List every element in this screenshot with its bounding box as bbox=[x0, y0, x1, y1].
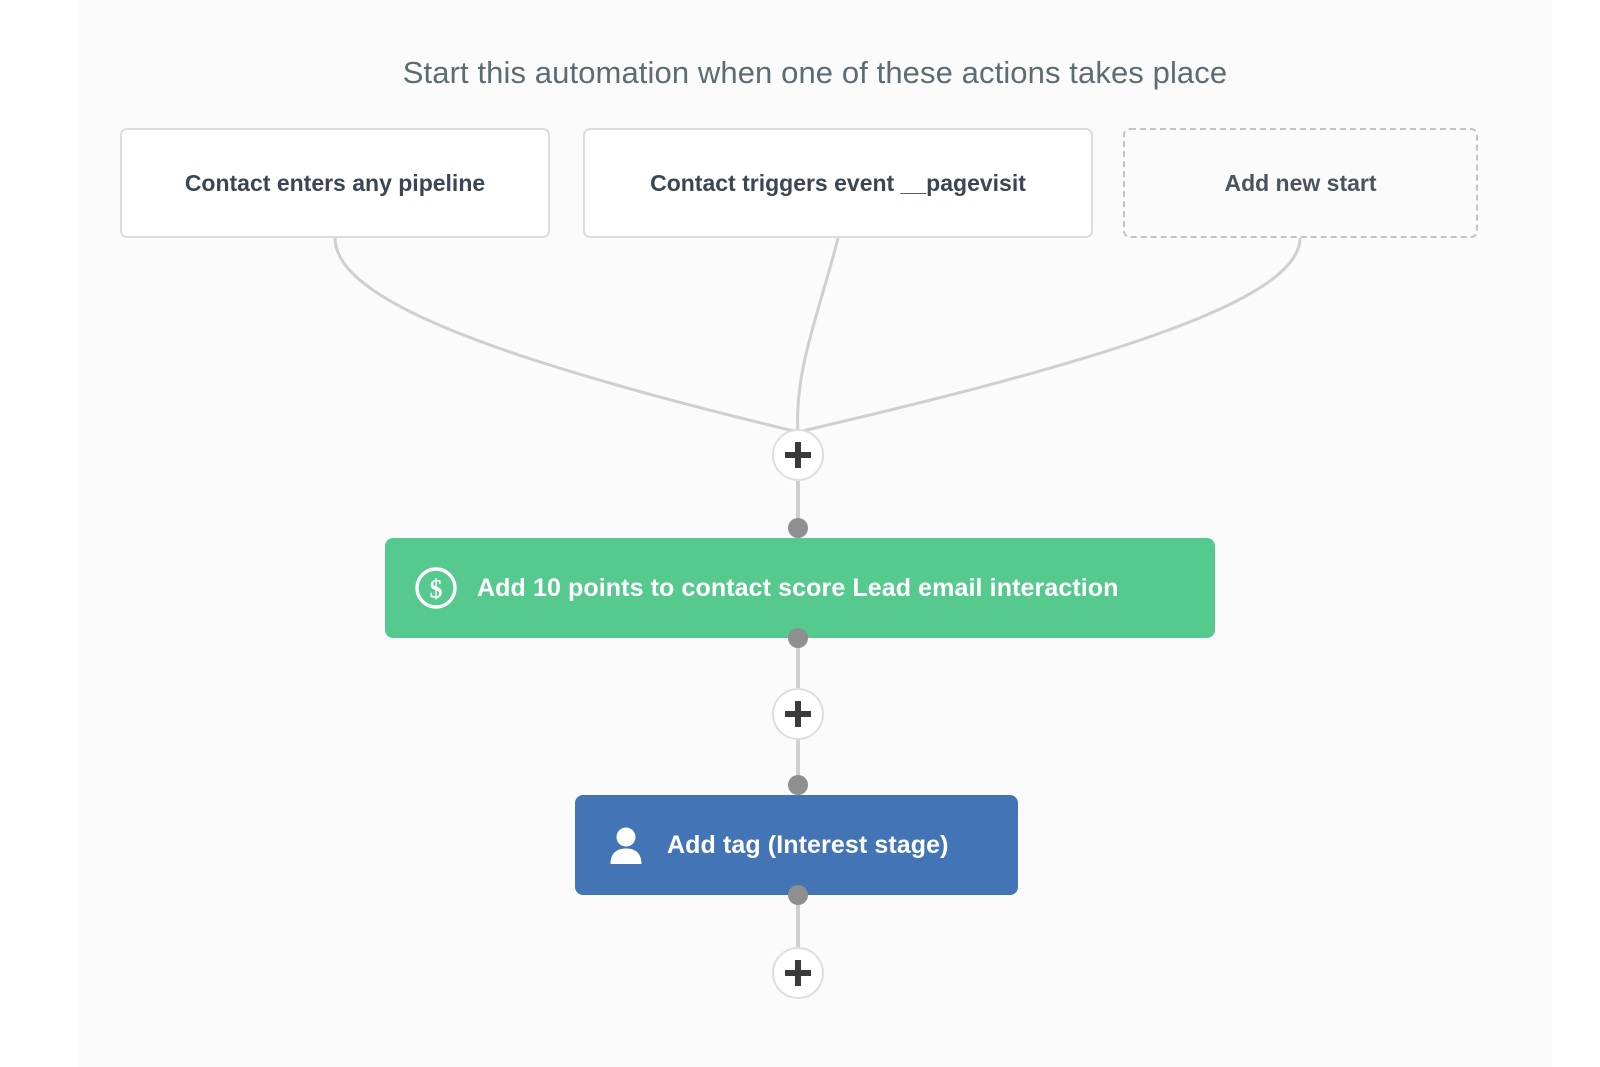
trigger-contact-triggers-event[interactable]: Contact triggers event __pagevisit bbox=[583, 128, 1093, 238]
plus-icon bbox=[785, 701, 811, 727]
plus-icon bbox=[785, 960, 811, 986]
add-step-button-2[interactable] bbox=[772, 688, 824, 740]
add-step-button-3[interactable] bbox=[772, 947, 824, 999]
automation-canvas: Start this automation when one of these … bbox=[78, 0, 1552, 1067]
connector-dot bbox=[788, 885, 808, 905]
connector-dot bbox=[788, 775, 808, 795]
plus-icon bbox=[785, 442, 811, 468]
trigger-label: Contact enters any pipeline bbox=[184, 169, 486, 196]
dollar-circle-icon: $ bbox=[413, 565, 459, 611]
add-new-start-label: Add new start bbox=[1224, 169, 1377, 196]
connector-dot bbox=[788, 628, 808, 648]
page-title: Start this automation when one of these … bbox=[402, 55, 1228, 90]
svg-text:$: $ bbox=[430, 575, 443, 604]
wire-trigger-1 bbox=[796, 237, 840, 433]
action-node-add-tag[interactable]: Add tag (Interest stage) bbox=[575, 795, 1018, 895]
action-label: Add tag (Interest stage) bbox=[667, 830, 949, 859]
person-icon bbox=[603, 822, 649, 868]
wire-trigger-0 bbox=[333, 237, 799, 434]
trigger-label: Contact triggers event __pagevisit bbox=[650, 169, 1026, 196]
action-label: Add 10 points to contact score Lead emai… bbox=[477, 573, 1119, 602]
add-step-button-1[interactable] bbox=[772, 429, 824, 481]
action-node-add-score[interactable]: $ Add 10 points to contact score Lead em… bbox=[385, 538, 1215, 638]
wire-trigger-2 bbox=[797, 237, 1302, 434]
trigger-contact-enters-pipeline[interactable]: Contact enters any pipeline bbox=[120, 128, 550, 238]
add-new-start-button[interactable]: Add new start bbox=[1123, 128, 1478, 238]
connector-dot bbox=[788, 518, 808, 538]
